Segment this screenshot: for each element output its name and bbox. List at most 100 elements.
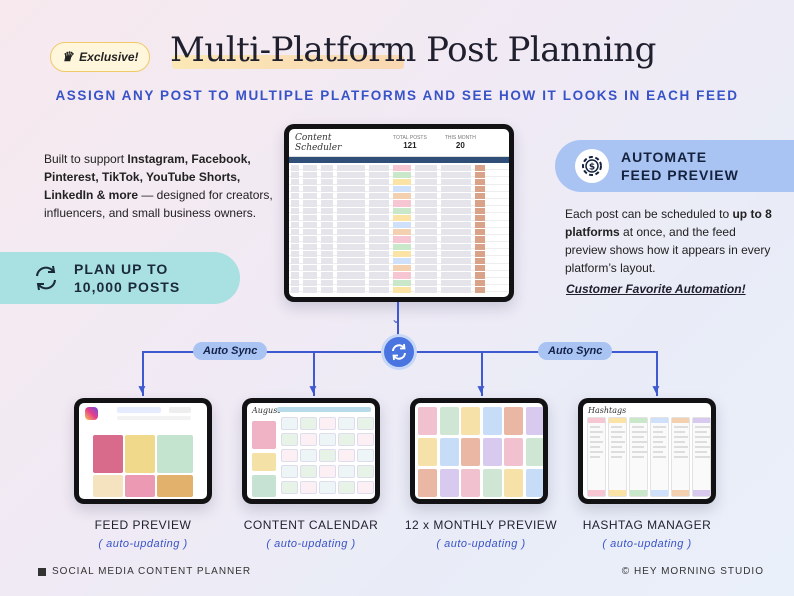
scheduler-row [289,256,509,265]
monthly-preview-thumb [504,407,523,435]
auto-sync-label-left: Auto Sync [193,342,268,360]
monthly-preview-thumb [482,469,502,497]
automate-description: Each post can be scheduled to up to 8 pl… [565,205,775,277]
monthly-preview-thumb [461,407,480,435]
stat-month-label: THIS MONTH [444,135,476,141]
feed-preview-tablet [74,398,212,504]
calendar-cell [338,417,355,430]
scheduler-rows [289,163,509,293]
intro-suffix: — designed for creators, influencers, an… [44,188,273,220]
instagram-icon [85,407,98,420]
scheduler-row [289,206,509,214]
calendar-cell [319,417,336,430]
customer-favorite-note: Customer Favorite Automation! [566,282,746,296]
scheduler-row [289,199,509,207]
connector-drop-3 [481,351,483,396]
intro-text: Built to support Instagram, Facebook, Pi… [44,150,279,222]
hashtag-column [671,417,690,497]
calendar-cell [300,481,317,494]
arrow-down-icon: ▼ [307,382,319,396]
monthly-preview-thumb [482,438,502,466]
content-calendar-tablet: August [242,398,380,504]
scheduler-stat-total: TOTAL POSTS 121 [393,135,427,150]
monthly-preview-thumb [439,438,459,466]
content-calendar-screen: August [247,403,375,499]
page-title: Multi-Platform Post Planning [170,30,656,70]
monthly-preview-thumb [418,407,437,435]
monthly-preview-thumb [525,438,543,466]
auto-sync-label-right: Auto Sync [538,342,613,360]
scheduler-row [289,249,509,257]
calendar-cell [357,449,374,462]
scheduler-header: Content Scheduler TOTAL POSTS 121 THIS M… [289,129,509,157]
card-sub-hashtag-manager: ( auto-updating ) [602,538,692,550]
arrow-down-icon: ▼ [650,382,662,396]
hashtag-title: Hashtags [588,406,627,415]
scheduler-stat-month: THIS MONTH 20 [445,135,476,150]
hashtag-column [692,417,711,497]
svg-text:$: $ [589,163,595,173]
calendar-cell [319,465,336,478]
exclusive-badge: ♛ Exclusive! [50,42,150,72]
stat-month-value: 20 [455,141,465,150]
crown-icon: ♛ [61,49,74,64]
scheduler-row [289,228,509,236]
calendar-cell [281,481,298,494]
stat-total-label: TOTAL POSTS [393,135,427,141]
scheduler-row [289,177,509,186]
title-highlight [172,55,404,69]
connector-trunk [397,302,399,338]
calendar-cell [338,465,355,478]
monthly-preview-thumb [461,469,480,497]
square-bullet-icon [38,567,46,576]
connector-drop-2 [313,351,315,396]
sync-hub-icon [384,337,414,367]
gear-dollar-icon: $ [575,149,609,183]
calendar-cell [281,433,298,446]
scheduler-row [289,185,509,193]
scheduler-row [289,285,509,293]
stat-total-value: 121 [403,141,417,150]
monthly-preview-thumb [439,469,459,497]
automate-desc-suffix: at once, and the feed preview shows how … [565,225,771,275]
calendar-cell [338,433,355,446]
scheduler-row [289,278,509,286]
calendar-cell [338,449,355,462]
plan-line1: PLAN UP TO [74,261,169,277]
automate-line1: AUTOMATE [621,149,708,165]
refresh-cycle-icon [30,262,62,294]
automate-pill: $ AUTOMATE FEED PREVIEW [555,140,794,192]
calendar-cell [281,449,298,462]
scheduler-row [289,264,509,272]
footer-product: SOCIAL MEDIA CONTENT PLANNER [38,566,251,577]
card-label-feed-preview: FEED PREVIEW [94,518,192,532]
calendar-cell [357,417,374,430]
page-subtitle: ASSIGN ANY POST TO MULTIPLE PLATFORMS AN… [55,88,739,103]
scheduler-row [289,221,509,229]
scheduler-column-headers [289,157,509,163]
calendar-cell [300,465,317,478]
calendar-cell [357,465,374,478]
scheduler-tablet: Content Scheduler TOTAL POSTS 121 THIS M… [284,124,514,302]
scheduler-row [289,163,509,171]
monthly-preview-thumb [482,407,502,435]
calendar-cell [319,449,336,462]
card-label-hashtag-manager: HASHTAG MANAGER [582,518,712,532]
card-sub-monthly-preview: ( auto-updating ) [436,538,526,550]
arrow-down-icon: ▼ [136,382,148,396]
monthly-preview-thumb [525,407,543,435]
card-label-content-calendar: CONTENT CALENDAR [243,518,379,532]
connector-drop-4 [656,351,658,396]
calendar-cell [300,433,317,446]
automate-line2: FEED PREVIEW [621,167,739,183]
calendar-cell [300,417,317,430]
connector-drop-1 [142,351,144,396]
automate-desc-bold: up to 8 platforms [565,207,772,239]
monthly-preview-thumb [504,469,523,497]
hashtag-column [587,417,606,497]
scheduler-row [289,213,509,221]
calendar-month: August [252,406,281,415]
calendar-cell [319,433,336,446]
monthly-preview-screen [415,403,543,499]
monthly-preview-thumb [418,438,437,466]
